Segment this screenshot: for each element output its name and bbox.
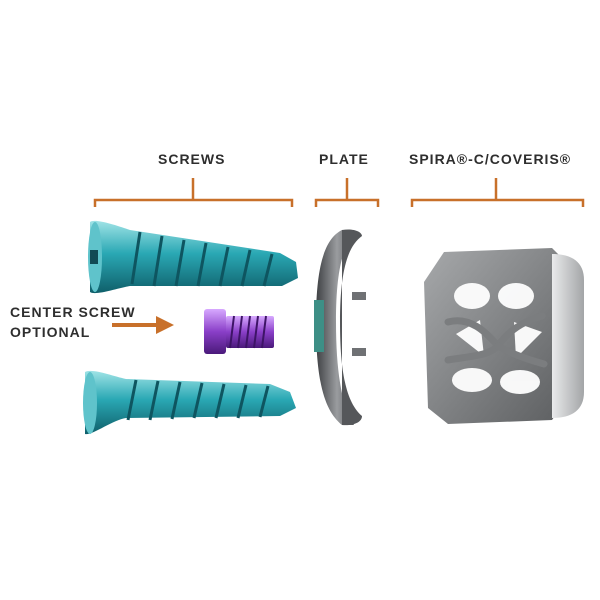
plate <box>314 229 366 426</box>
cage <box>424 248 584 424</box>
screws-label: SCREWS <box>158 151 226 167</box>
cage-bracket <box>410 178 585 207</box>
callout-line-2: OPTIONAL <box>10 324 91 340</box>
bottom-screw <box>83 370 296 435</box>
plate-label: PLATE <box>319 151 369 167</box>
center-screw-callout: CENTER SCREW OPTIONAL <box>10 302 136 342</box>
top-screw <box>88 220 298 294</box>
cage-label: SPIRA®-C/COVERIS® <box>409 151 572 167</box>
screws-bracket <box>93 178 294 207</box>
plate-bracket <box>314 178 380 207</box>
callout-line-1: CENTER SCREW <box>10 304 136 320</box>
center-screw <box>204 309 274 354</box>
callout-arrow <box>112 316 174 334</box>
